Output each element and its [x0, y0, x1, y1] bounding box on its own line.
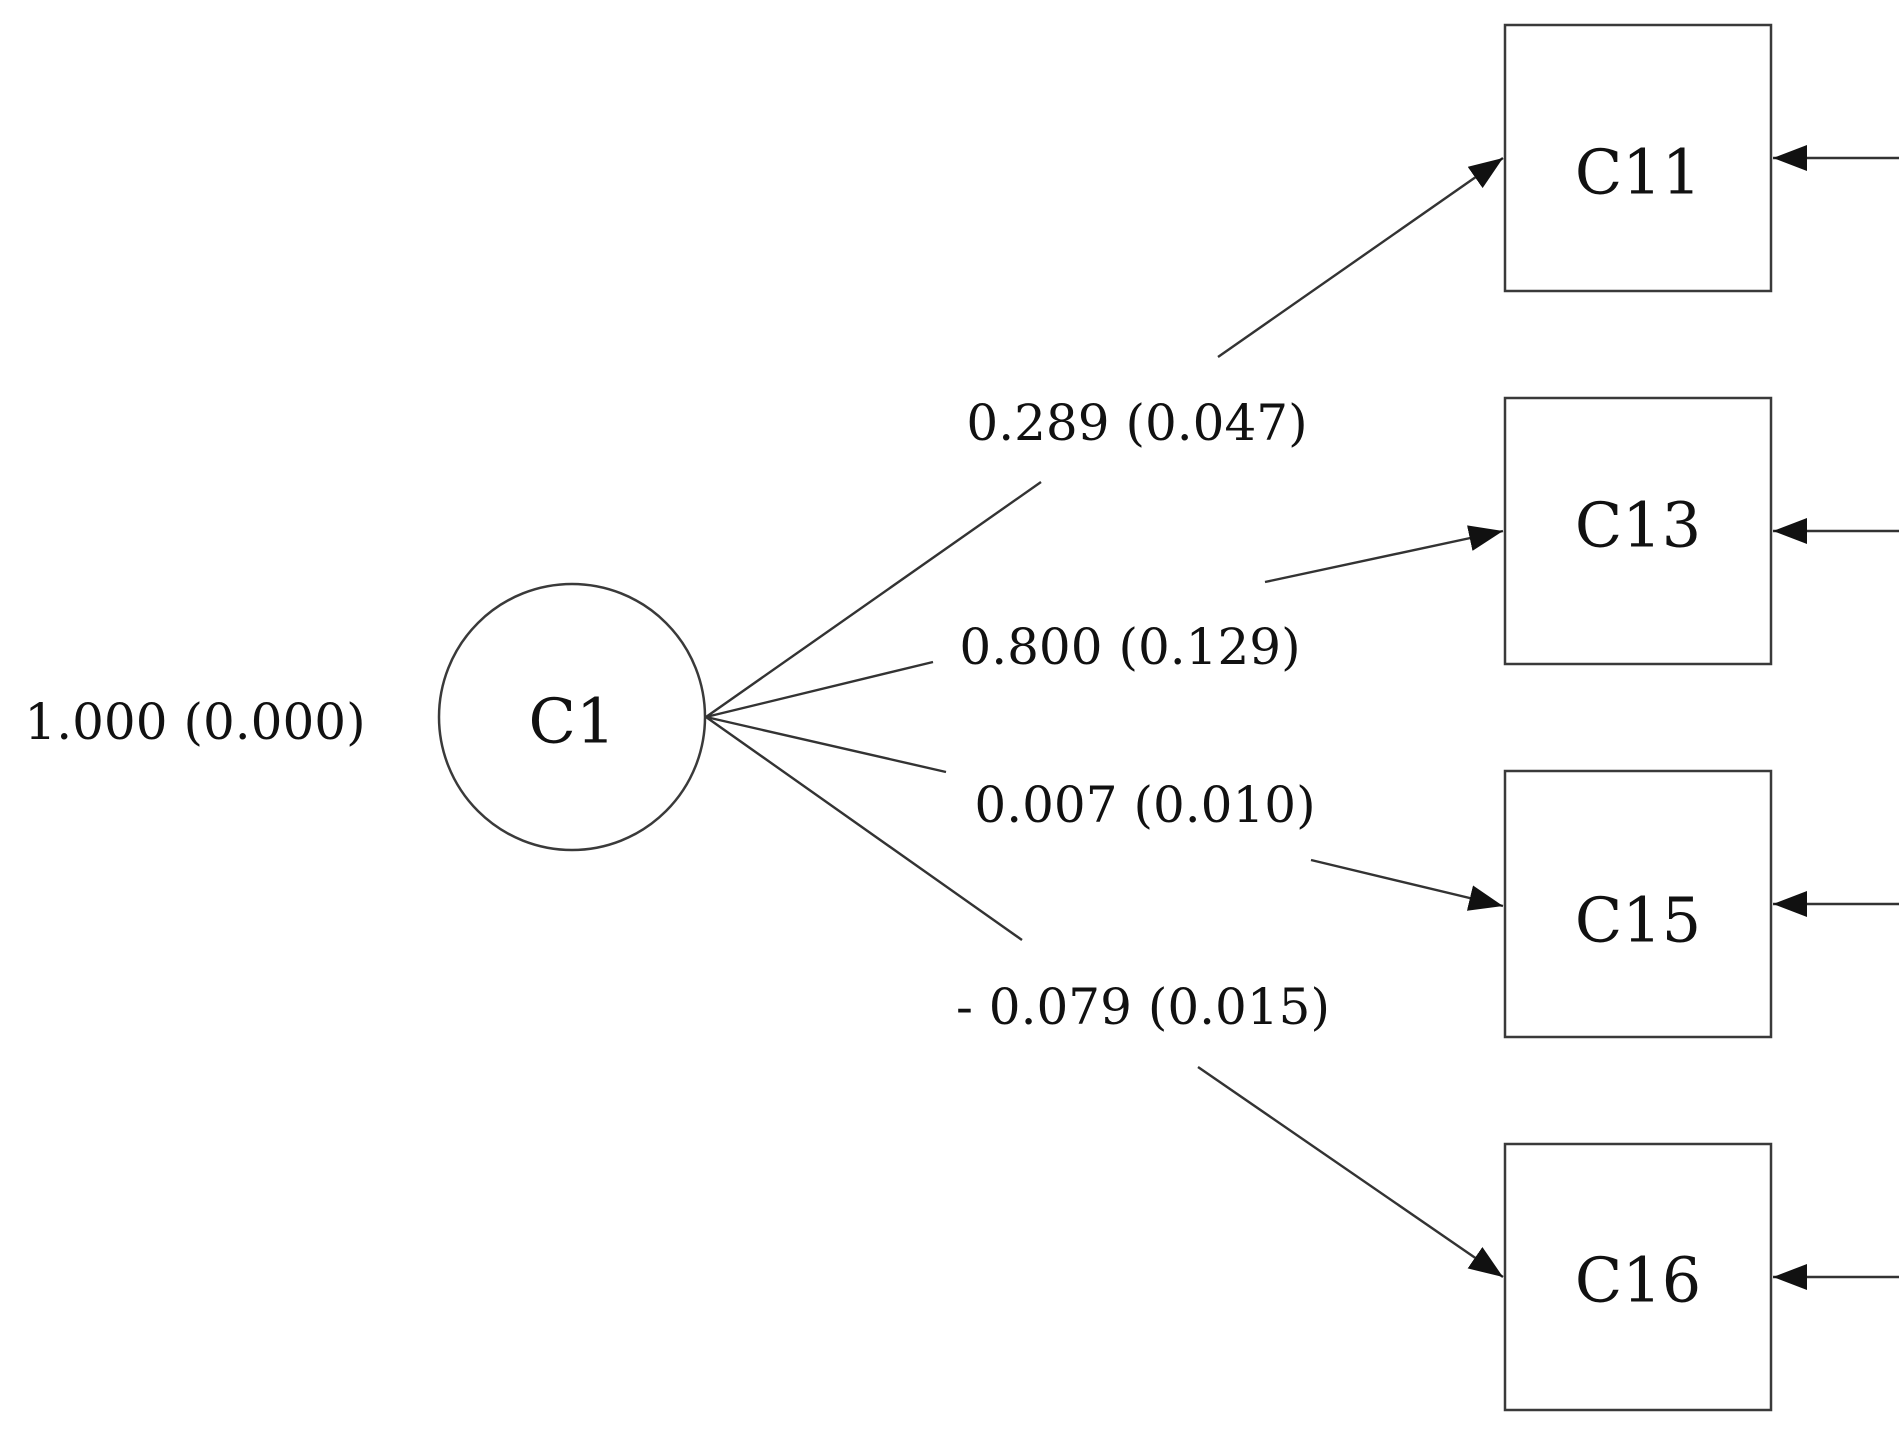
indicator-label-c16: C16	[1575, 1244, 1701, 1317]
indicator-label-c11: C11	[1575, 136, 1701, 209]
latent-node: C1	[437, 582, 707, 852]
latent-label: C1	[529, 685, 616, 758]
indicator-node-c13: C13	[1503, 396, 1773, 666]
loading-label-c16: - 0.079 (0.015)	[956, 978, 1330, 1036]
latent-circle	[437, 582, 707, 852]
edge-c13-upper	[1264, 525, 1504, 584]
edge-c11-lower	[705, 481, 1042, 718]
indicator-node-c11: C11	[1503, 23, 1773, 293]
indicator-node-c15: C15	[1503, 769, 1773, 1039]
edge-c15-lower	[1310, 858, 1504, 911]
edge-c16-upper	[705, 716, 1023, 941]
indicator-box-c15	[1503, 769, 1773, 1039]
loading-edges	[705, 157, 1504, 1278]
indicator-box-c11	[1503, 23, 1773, 293]
edge-c15-upper	[705, 715, 947, 774]
loading-label-c15: 0.007 (0.010)	[974, 776, 1315, 834]
indicator-box-c16	[1503, 1142, 1773, 1412]
edge-c16-lower	[1197, 1066, 1504, 1278]
loading-label-c13: 0.800 (0.129)	[959, 618, 1300, 676]
error-arrows	[1773, 145, 1899, 1290]
loading-labels: 0.289 (0.047) 0.800 (0.129) 0.007 (0.010…	[956, 394, 1330, 1036]
indicator-label-c13: C13	[1575, 489, 1701, 562]
edge-c13-lower	[705, 660, 934, 719]
loading-label-c11: 0.289 (0.047)	[966, 394, 1307, 452]
indicator-label-c15: C15	[1575, 884, 1701, 957]
edge-c11-upper	[1217, 157, 1504, 358]
indicator-node-c16: C16	[1503, 1142, 1773, 1412]
indicator-box-c13	[1503, 396, 1773, 666]
latent-variance-label: 1.000 (0.000)	[24, 693, 365, 751]
